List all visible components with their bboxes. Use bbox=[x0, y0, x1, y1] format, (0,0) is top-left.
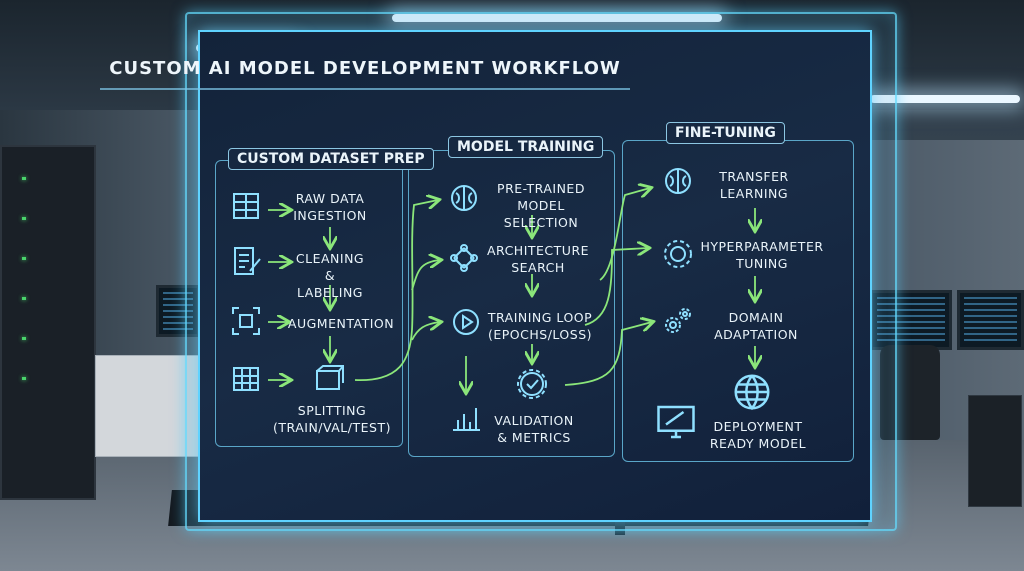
step-architecture-search: ARCHITECTURE SEARCH bbox=[486, 243, 590, 275]
section-title: MODEL TRAINING bbox=[448, 136, 604, 158]
flow-arrow bbox=[354, 200, 438, 381]
monitor bbox=[957, 290, 1024, 350]
title-underline bbox=[100, 88, 630, 90]
rack-led bbox=[22, 177, 26, 180]
box-icon bbox=[316, 365, 344, 390]
ceiling-light bbox=[870, 95, 1020, 103]
flow-arrow bbox=[599, 188, 650, 281]
step-training-loop: TRAINING LOOP (EPOCHS/LOSS) bbox=[487, 310, 593, 342]
step-domain-adaptation: DOMAIN ADAPTATION bbox=[714, 310, 798, 342]
step-hyperparameter-tuning: HYPERPARAMETER TUNING bbox=[700, 239, 824, 271]
step-transfer-learning: TRANSFER LEARNING bbox=[719, 169, 789, 201]
rack-led bbox=[22, 217, 26, 220]
brain-icon bbox=[665, 168, 691, 194]
monitor bbox=[870, 290, 952, 350]
monitor bbox=[156, 285, 200, 337]
cube-stack-icon bbox=[233, 193, 259, 219]
network-icon bbox=[450, 244, 478, 272]
flow-arrow bbox=[411, 260, 440, 291]
globe-icon bbox=[734, 374, 770, 411]
rack-led bbox=[22, 377, 26, 380]
brain-icon bbox=[451, 185, 477, 211]
ceiling-light bbox=[392, 14, 722, 22]
step-validation-metrics: VALIDATION & METRICS bbox=[494, 413, 574, 445]
bar-chart-icon bbox=[453, 408, 480, 431]
cube-focus-icon bbox=[232, 307, 260, 335]
workflow-board bbox=[198, 30, 872, 522]
play-loop-icon bbox=[453, 309, 479, 335]
office-chair bbox=[880, 345, 940, 440]
rack-led bbox=[22, 337, 26, 340]
flow-arrow bbox=[411, 322, 440, 341]
step-raw-data-ingestion: RAW DATA INGESTION bbox=[293, 191, 367, 223]
step-splitting: SPLITTING (TRAIN/VAL/TEST) bbox=[273, 403, 391, 435]
step-augmentation: AUGMENTATION bbox=[287, 316, 395, 331]
flow-arrow bbox=[564, 322, 652, 386]
monitor-tools-icon bbox=[657, 405, 695, 439]
section-title: CUSTOM DATASET PREP bbox=[228, 148, 434, 170]
rack-led bbox=[22, 297, 26, 300]
gears-icon bbox=[665, 308, 691, 333]
step-pretrained-model-selection: PRE-TRAINED MODEL SELECTION bbox=[497, 181, 585, 230]
section-title: FINE-TUNING bbox=[666, 122, 785, 144]
board-title: CUSTOM AI MODEL DEVELOPMENT WORKFLOW bbox=[109, 58, 621, 79]
pc-tower bbox=[968, 395, 1022, 507]
gear-icon bbox=[664, 240, 692, 268]
server-rack bbox=[0, 145, 96, 500]
step-cleaning-labeling: CLEANING & LABELING bbox=[295, 251, 365, 300]
gear-check-icon bbox=[517, 369, 547, 399]
cube-split-icon bbox=[233, 367, 259, 391]
rack-led bbox=[22, 257, 26, 260]
document-pencil-icon bbox=[234, 247, 261, 275]
step-deployment-ready-model: DEPLOYMENT READY MODEL bbox=[709, 419, 807, 451]
flow-arrow bbox=[584, 248, 648, 326]
